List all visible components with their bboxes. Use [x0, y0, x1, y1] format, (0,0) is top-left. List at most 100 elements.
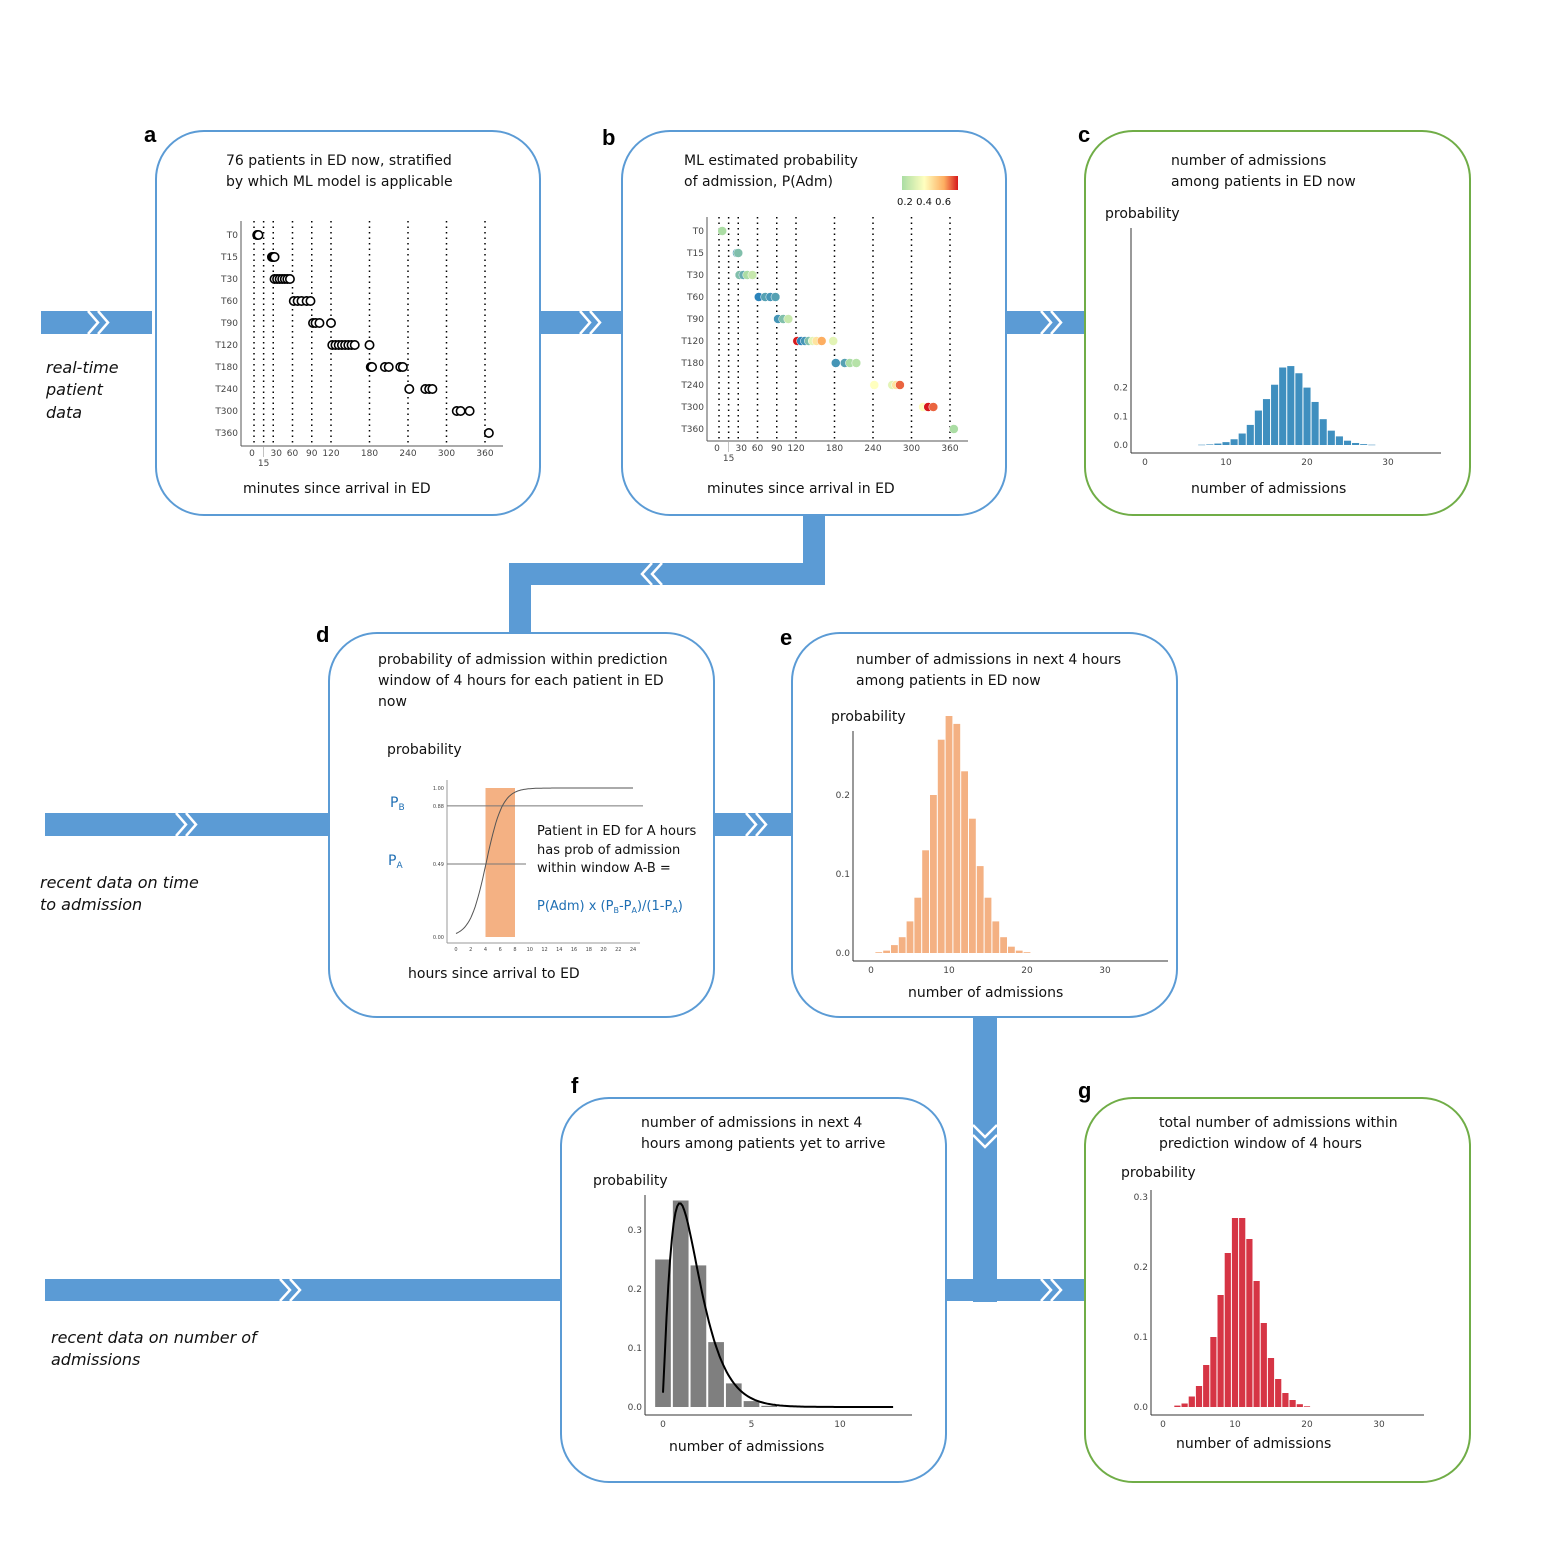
histogram-bar [945, 716, 953, 953]
x-tick-label: 360 [941, 444, 958, 454]
panel-letter: e [780, 625, 792, 650]
y-tick-label: 0.1 [1114, 412, 1128, 422]
note-text: within window A-B = [537, 861, 671, 876]
y-tick-label: 0.2 [628, 1285, 642, 1295]
y-tick-label: T120 [680, 337, 704, 347]
y-tick-label: T360 [214, 429, 238, 439]
histogram-bar [1327, 430, 1335, 445]
histogram-bar [1319, 419, 1327, 445]
data-point [483, 427, 494, 438]
histogram-bar [1224, 1253, 1231, 1407]
histogram-bar [906, 921, 914, 953]
histogram-bar [1217, 1295, 1224, 1407]
histogram-bar [976, 866, 984, 953]
x-tick-label: 0 [868, 966, 874, 976]
histogram-bar [1262, 399, 1271, 445]
histogram-bar [1198, 444, 1206, 446]
data-point [397, 361, 408, 372]
y-axis-label: probability [1105, 206, 1180, 222]
x-tick-label: 20 [1301, 1420, 1313, 1430]
x-axis-label: number of admissions [669, 1439, 824, 1455]
y-tick-label: 0.3 [1134, 1193, 1148, 1203]
panel-a [155, 130, 541, 516]
histogram-bar [672, 1200, 689, 1407]
histogram-bar [969, 818, 976, 953]
x-tick-label: 0 [454, 947, 457, 953]
histogram-bar [690, 1265, 707, 1407]
y-tick-label: T180 [680, 359, 704, 369]
panel-letter: f [571, 1073, 579, 1098]
x-tick-label: 22 [615, 947, 621, 953]
x-tick-label: 0 [249, 449, 255, 459]
x-tick-label: 10 [1220, 458, 1232, 468]
data-point [733, 248, 743, 258]
data-point [427, 383, 438, 394]
pb-label: PB [390, 795, 405, 813]
x-tick-label: 30 [1382, 458, 1394, 468]
y-tick-label: T30 [686, 271, 704, 281]
histogram-bar [891, 945, 898, 953]
histogram-bar [1246, 424, 1254, 445]
input-label: recent data on number of [51, 1328, 259, 1347]
panel-title: ML estimated probability [684, 153, 858, 169]
y-tick-label: 0.2 [1134, 1263, 1148, 1273]
panel-letter: g [1078, 1078, 1091, 1103]
data-point [869, 380, 880, 390]
y-tick-label: T15 [220, 253, 238, 263]
x-axis-label: hours since arrival to ED [408, 966, 580, 982]
histogram-bar [1267, 1358, 1275, 1407]
data-point [367, 361, 378, 372]
data-point [816, 336, 827, 346]
x-tick-label: 60 [752, 444, 764, 454]
x-tick-label: 30 [1099, 966, 1111, 976]
histogram-bar [1008, 946, 1015, 953]
chevron-icons [87, 310, 1063, 1302]
histogram-bar [1303, 1406, 1311, 1407]
fit-curve [662, 1202, 894, 1408]
panel-letter: d [316, 622, 329, 647]
panel-title: among patients in ED now [1171, 174, 1356, 190]
data-point [851, 358, 862, 368]
y-tick-label: 0.0 [628, 1403, 643, 1413]
x-tick-label: 10 [834, 1420, 846, 1430]
panel-letter: c [1078, 122, 1090, 147]
y-axis-label: probability [831, 709, 906, 725]
x-tick-label: 6 [499, 947, 502, 953]
formula-text: P(Adm) x (PB-PA)/(1-PA) [537, 899, 683, 915]
histogram-bar [708, 1342, 724, 1407]
y-tick-label: 0.2 [1114, 384, 1128, 394]
data-point [455, 405, 466, 416]
data-point [305, 295, 316, 306]
y-tick-label: T30 [220, 275, 238, 285]
histogram-bar [1015, 950, 1023, 953]
x-tick-label: 4 [484, 947, 487, 953]
panel-title: number of admissions [1171, 153, 1326, 169]
panel-title: hours among patients yet to arrive [641, 1136, 885, 1152]
data-point [895, 380, 905, 390]
histogram-bar [922, 850, 929, 953]
x-tick-label: 20 [1301, 458, 1313, 468]
histogram-bar [1210, 1337, 1217, 1407]
panel-title: by which ML model is applicable [226, 174, 453, 190]
x-tick-label: 10 [943, 966, 955, 976]
histogram-bar [743, 1401, 760, 1407]
histogram-bar [1368, 444, 1376, 446]
note-text: Patient in ED for A hours [537, 824, 697, 839]
histogram-bar [725, 1383, 742, 1407]
x-axis-label: minutes since arrival in ED [707, 481, 895, 497]
y-tick-label: T60 [220, 297, 238, 307]
histogram-bar [930, 795, 937, 953]
x-tick-label: 30 [1373, 1420, 1385, 1430]
histogram-bar [1238, 433, 1246, 445]
y-tick-label: T90 [686, 315, 704, 325]
data-point [770, 292, 781, 302]
panel-title: now [378, 694, 407, 710]
x-tick-label: 120 [787, 444, 804, 454]
data-point [284, 273, 295, 284]
y-tick-label: 0.00 [433, 935, 444, 941]
data-point [747, 270, 758, 280]
colorbar [902, 176, 958, 190]
x-tick-label: 12 [541, 947, 547, 953]
data-point [383, 361, 394, 372]
y-tick-label: T120 [214, 341, 238, 351]
